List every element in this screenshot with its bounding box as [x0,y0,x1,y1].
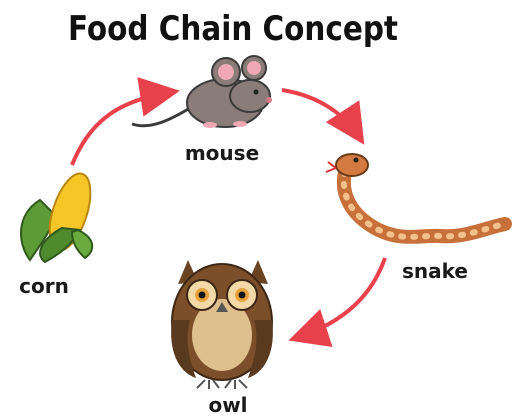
diagram-title: Food Chain Concept [68,9,398,49]
owl-label: owl [208,393,247,417]
mouse-icon [132,56,272,128]
mouse-label: mouse [185,141,259,165]
corn-icon [21,169,99,262]
corn-label: corn [19,274,69,298]
snake-label: snake [402,259,468,283]
arrow-snake-to-owl [296,258,385,338]
snake-icon [326,154,505,237]
owl-icon [171,260,273,389]
arrow-corn-to-mouse [72,92,172,165]
arrow-mouse-to-snake [282,90,360,138]
